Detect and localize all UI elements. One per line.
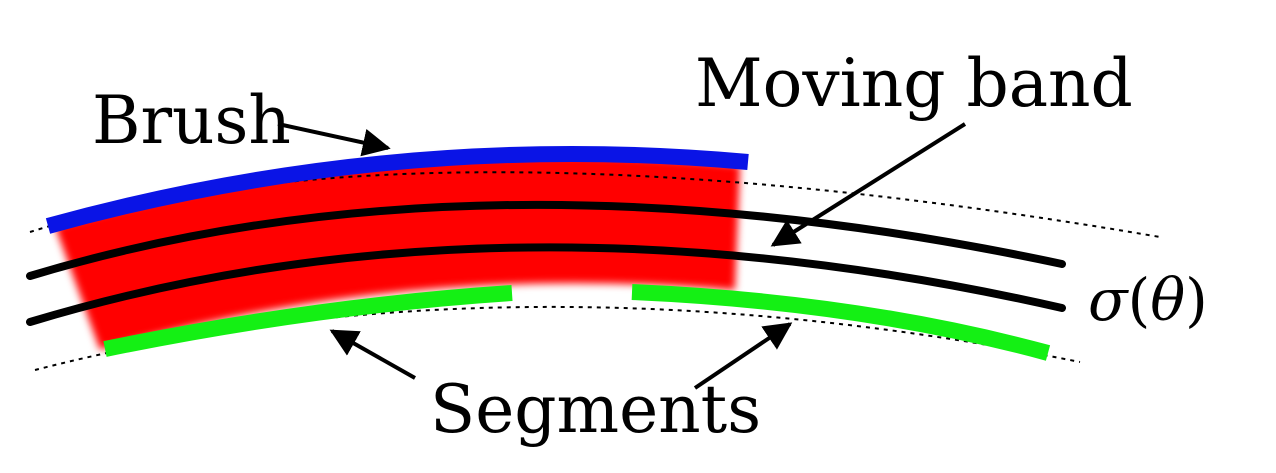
segment-right [631,284,1051,361]
segments-arrow-left [329,329,416,380]
moving-band-arrow [770,122,967,247]
moving-band-label: Moving band [695,45,1133,122]
brush-arrow [277,122,391,157]
curve-label: σ(θ) [1088,266,1208,334]
curve-label-theta: θ [1150,266,1185,334]
band-line-upper [26,200,1066,280]
segments-label: Segments [430,371,761,448]
brush-edge-line [45,146,749,234]
curve-label-paren-open: ( [1128,266,1151,334]
band-line-lower [26,243,1066,326]
segment-left [103,285,513,357]
brush-label: Brush [92,82,291,159]
curve-label-sigma: σ [1088,266,1129,334]
segments-arrow-right [693,322,793,390]
curve-label-paren-close: ) [1185,266,1208,334]
